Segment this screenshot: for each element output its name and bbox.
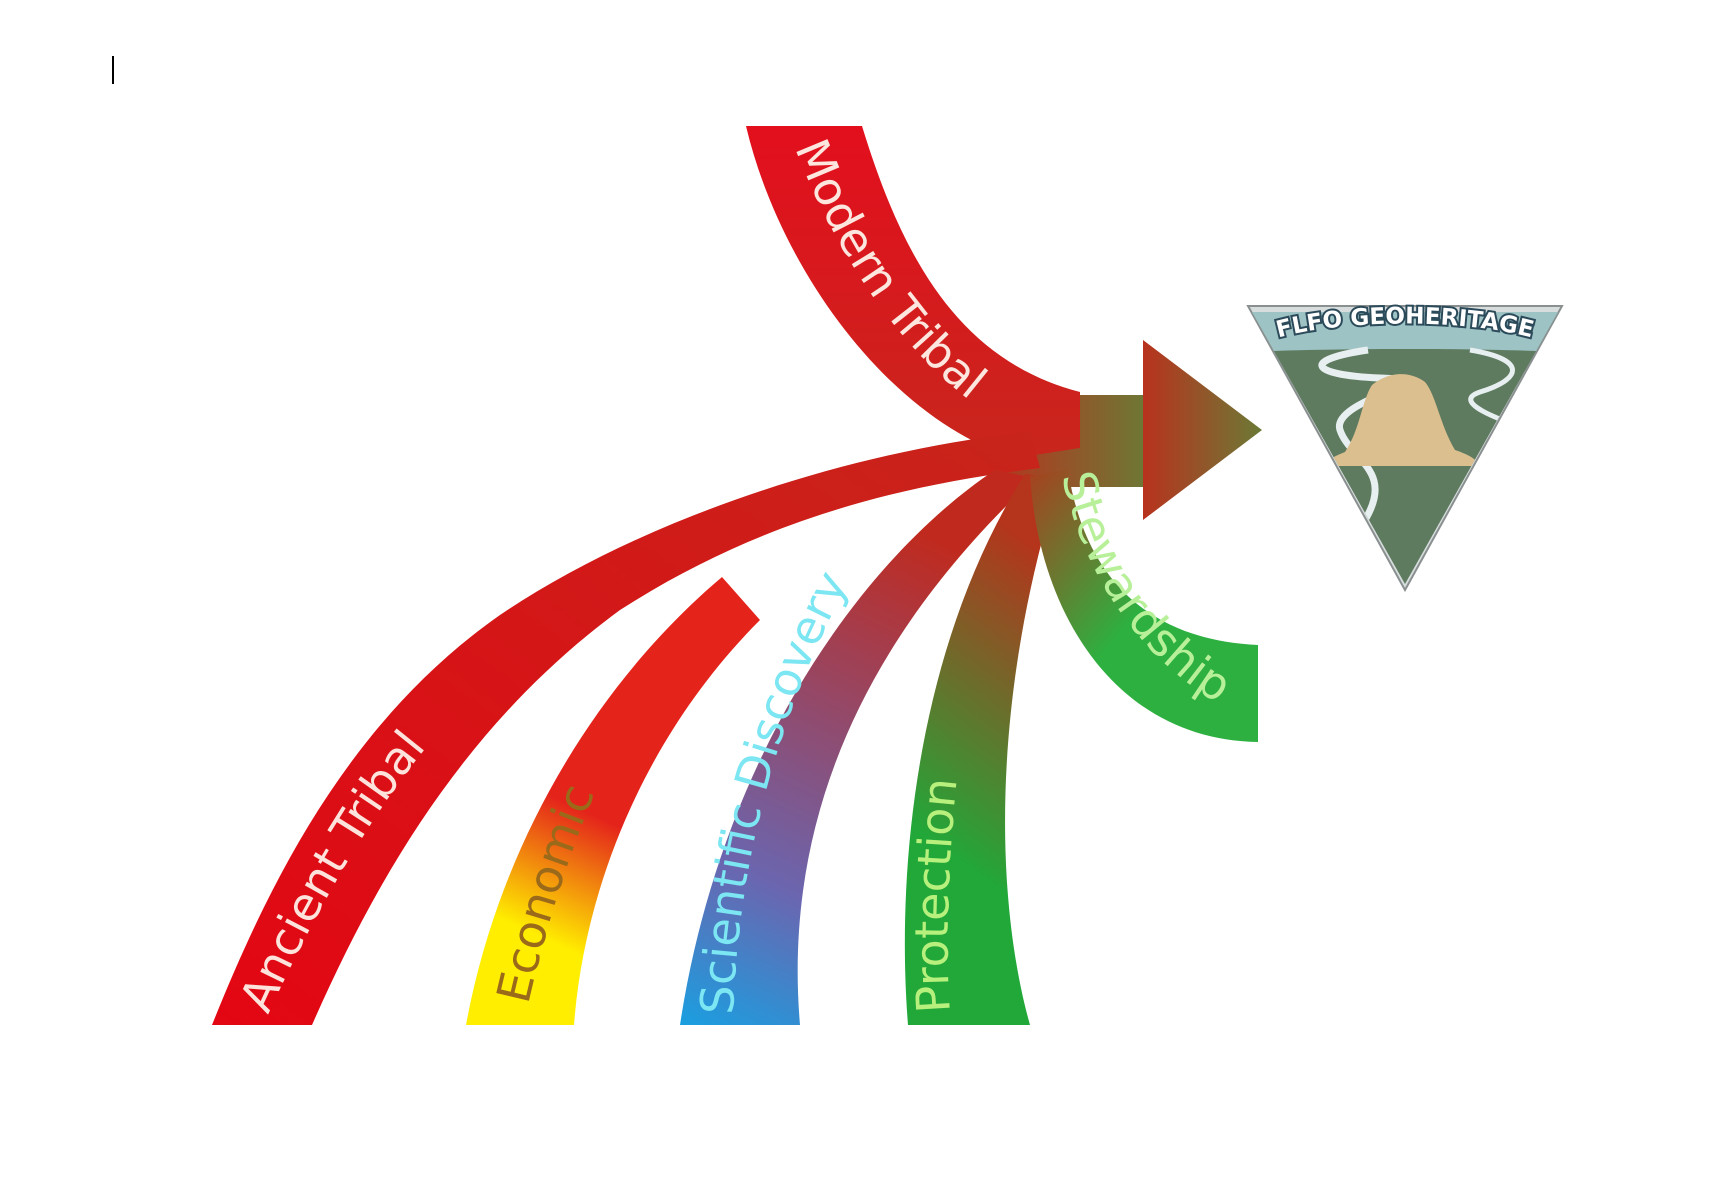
label-protection-text: Protection: [905, 776, 968, 1015]
ribbon-protection: [904, 474, 1060, 1025]
ribbon-ancient-tribal: [212, 432, 1040, 1025]
ribbon-scientific-discovery: [680, 470, 1035, 1025]
geoheritage-badge-icon: FLFO GEOHERITAGE: [1246, 301, 1564, 593]
label-protection: Protection: [905, 776, 968, 1015]
ribbon-economic: [466, 577, 760, 1025]
text-cursor: [112, 56, 114, 84]
badge-rock: [1327, 374, 1478, 466]
ribbon-stewardship: [1030, 470, 1258, 742]
badge-sky-band: [1252, 312, 1558, 352]
arrow-head: [1143, 340, 1262, 520]
ribbon-modern-tribal: [746, 126, 1080, 458]
